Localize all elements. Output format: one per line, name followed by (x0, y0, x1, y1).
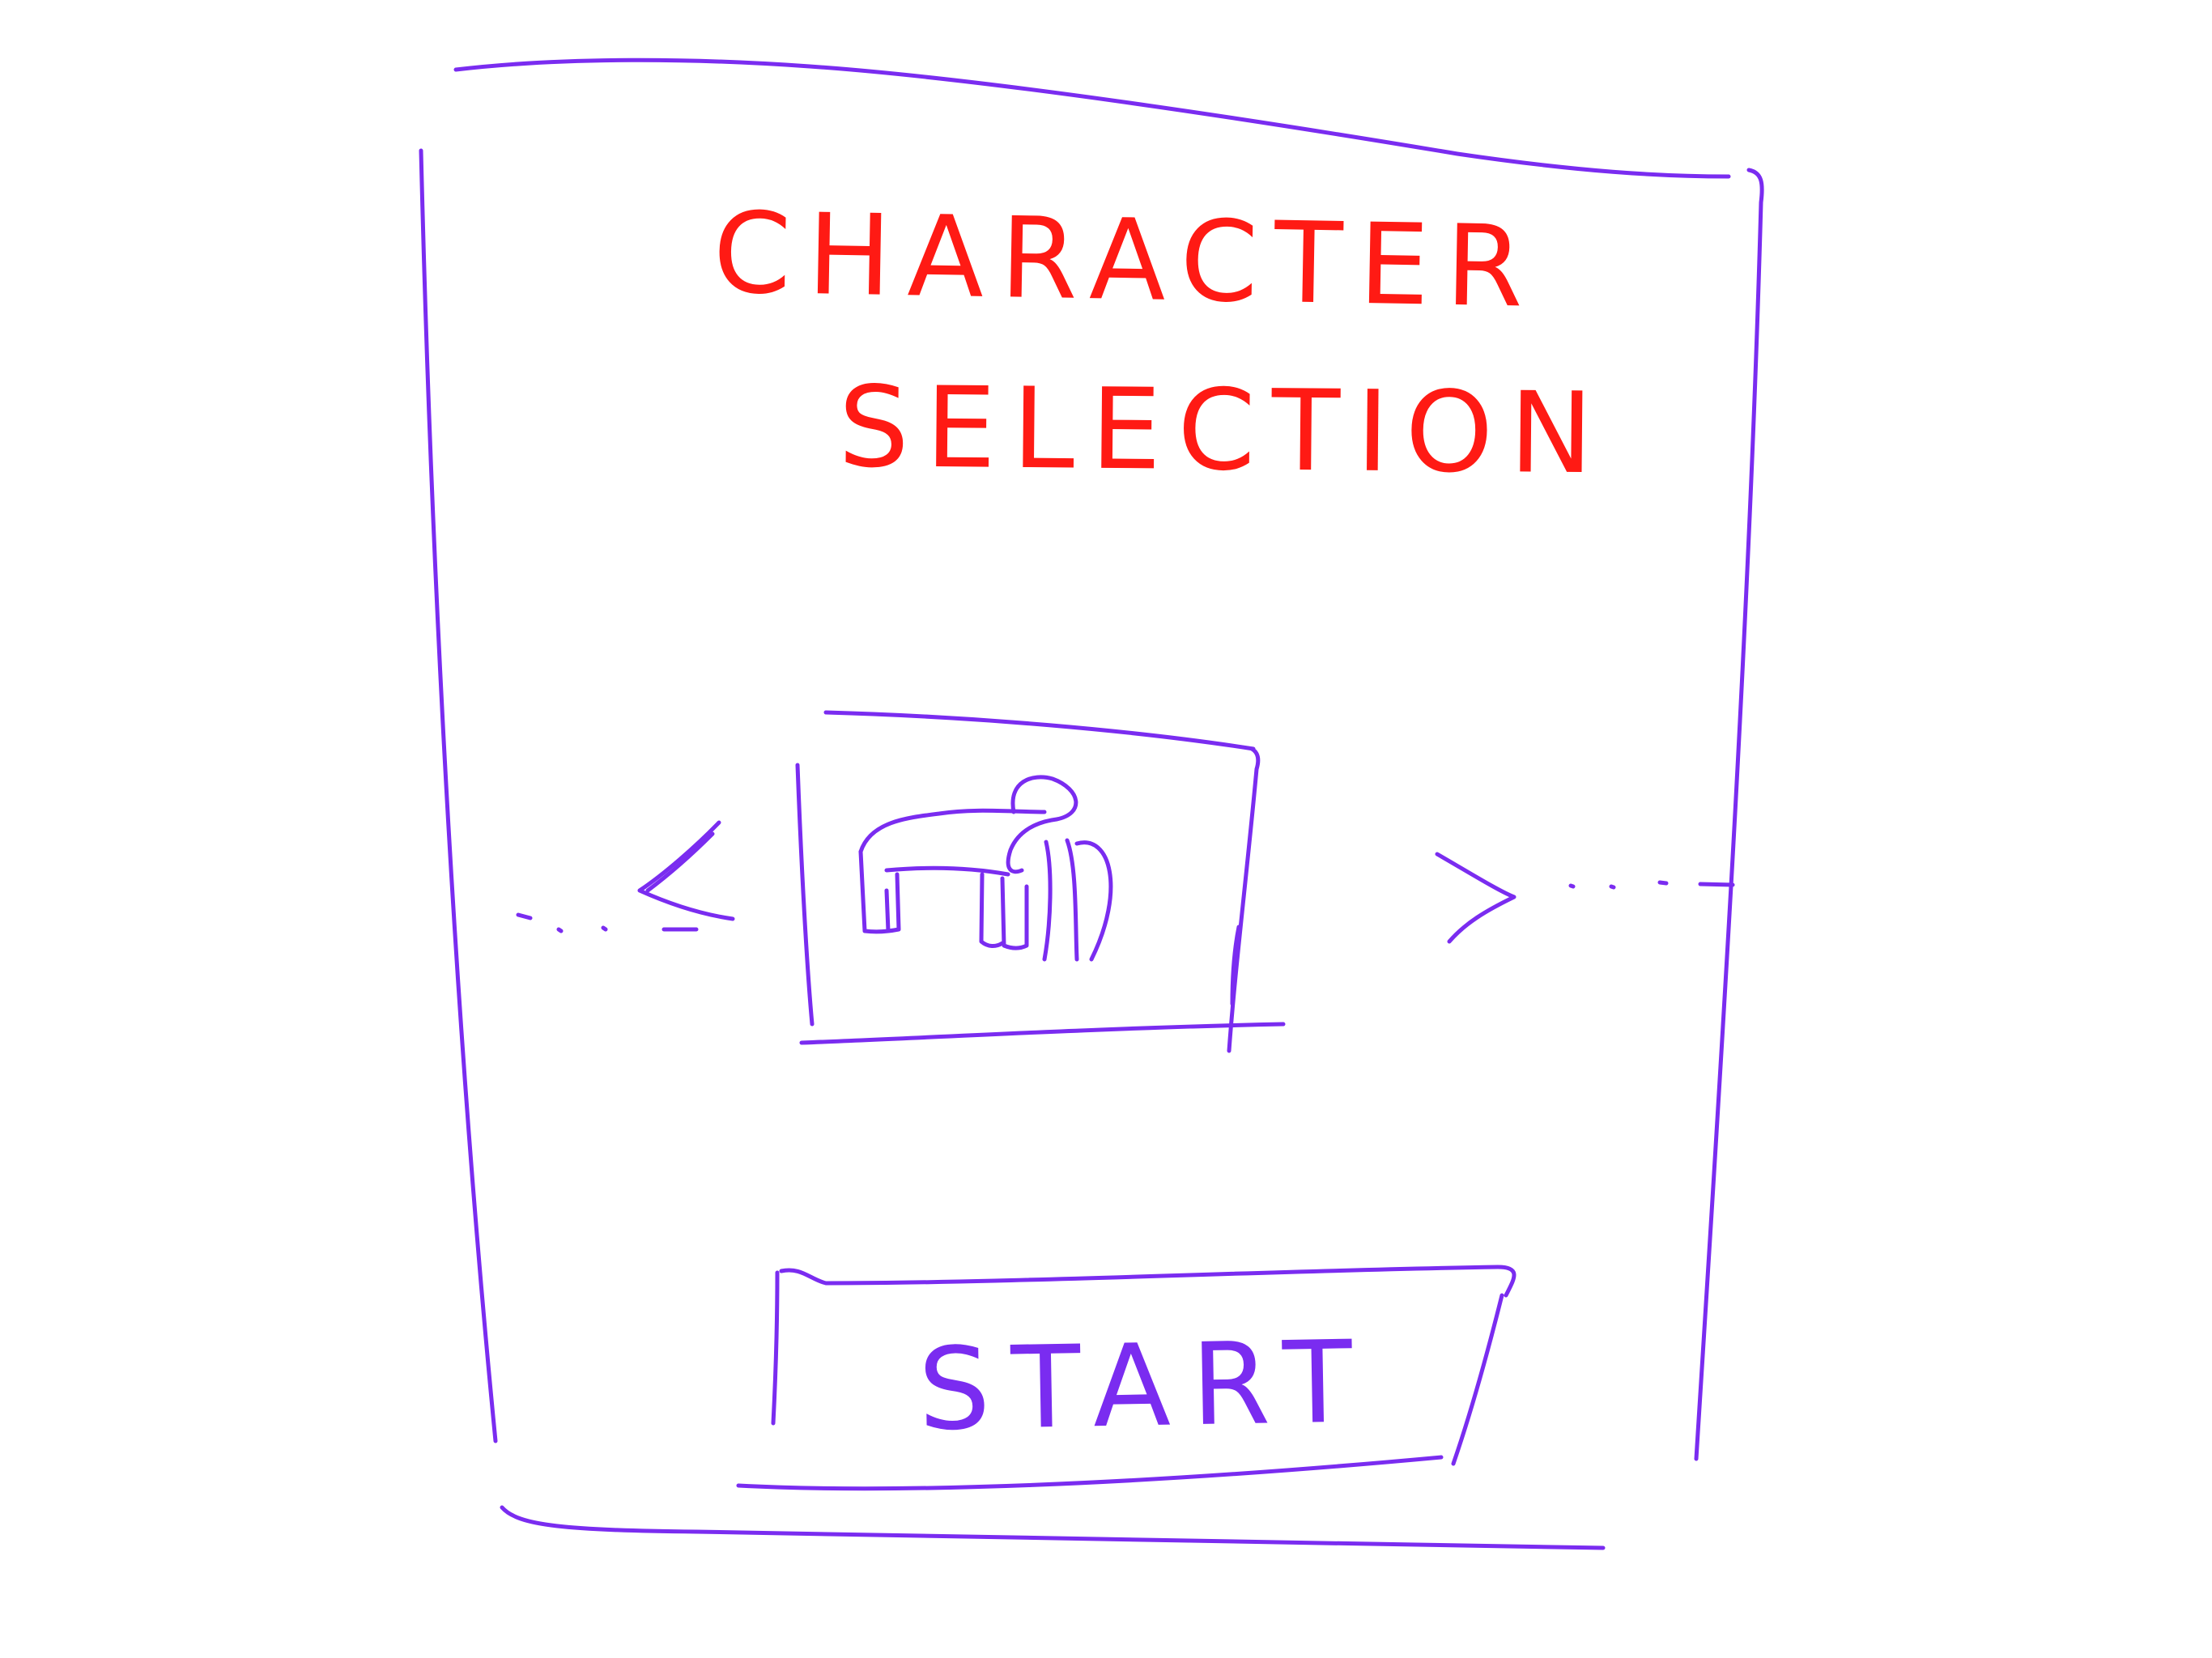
title-line-1: CHARACTER (712, 188, 1540, 333)
screen-frame (419, 57, 1764, 1550)
dotted-trail-left (516, 912, 699, 933)
start-button[interactable]: START (736, 1265, 1516, 1491)
chevron-left-icon-stroke (645, 831, 715, 893)
previous-character-button[interactable] (516, 820, 735, 933)
dotted-trail-right (1568, 880, 1735, 890)
start-button-outline (736, 1265, 1516, 1491)
chevron-left-icon (637, 820, 735, 921)
chevron-right-icon (1435, 852, 1516, 944)
title-line-2: SELECTION (838, 362, 1610, 499)
next-character-button[interactable] (1435, 852, 1735, 944)
character-preview-frame (795, 710, 1286, 1053)
title: CHARACTER SELECTION (712, 188, 1610, 499)
start-button-label: START (917, 1316, 1375, 1456)
elephant-icon (858, 775, 1113, 962)
